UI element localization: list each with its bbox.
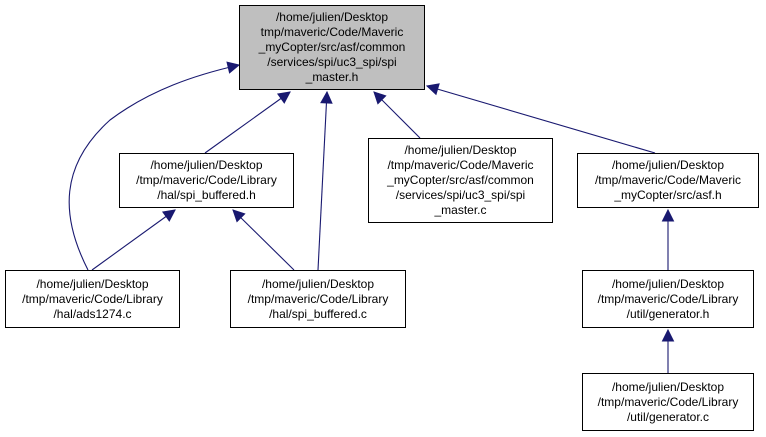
node-line: _master.c: [434, 203, 487, 217]
arrowhead-n4-n1: [161, 209, 176, 222]
node-line: /home/julien/Desktop: [611, 379, 725, 394]
node-line: /hal/spi_buffered.c: [269, 306, 367, 321]
node-generator-h[interactable]: /home/julien/Desktop /tmp/maveric/Code/L…: [582, 270, 754, 328]
node-generator-c[interactable]: /home/julien/Desktop /tmp/maveric/Code/L…: [582, 373, 754, 431]
node-asf-h[interactable]: /home/julien/Desktop /tmp/maveric/Code/M…: [577, 153, 759, 208]
node-line: /home/julien/Desktop: [261, 276, 375, 291]
node-line: /home/julien/Desktop: [36, 276, 149, 291]
node-spi-master-c[interactable]: /home/julien/Desktop /tmp/maveric/Code/M…: [368, 138, 553, 223]
node-line: /services/spi/uc3_spi/spi: [267, 55, 397, 69]
arrowhead-n4-n0: [226, 61, 241, 74]
node-line: /tmp/maveric/Code/Library: [597, 394, 739, 409]
node-line: _myCopter/src/asf/common: [387, 173, 534, 187]
arrowhead-n3-n0: [425, 83, 440, 96]
node-line: /hal/spi_buffered.h: [157, 188, 256, 202]
arrowhead-n5-n0: [320, 90, 333, 104]
node-line: /util/generator.c: [626, 409, 710, 424]
node-line: /util/generator.h: [626, 306, 710, 321]
arrowhead-n1-n0: [276, 91, 291, 104]
node-line: /home/julien/Desktop: [611, 158, 725, 172]
edge-n3-n0: [426, 85, 656, 154]
node-line: /home/julien/Desktop: [275, 10, 389, 24]
node-spi-buffered-h[interactable]: /home/julien/Desktop /tmp/maveric/Code/L…: [119, 153, 294, 208]
arrowhead-n7-n6: [661, 328, 675, 342]
node-line: /home/julien/Desktop: [150, 158, 263, 172]
arrowhead-n6-n3: [661, 208, 675, 222]
edge-n1-n0: [204, 91, 291, 154]
arrowhead-n2-n0: [373, 91, 387, 105]
node-line: /tmp/maveric/Code/Library: [597, 291, 739, 306]
node-line: /tmp/maveric/Code/Library: [247, 291, 389, 306]
node-line: /hal/ads1274.c: [53, 306, 132, 321]
edge-n5-n1: [232, 209, 295, 271]
node-line: /tmp/maveric/Code/Library: [136, 173, 277, 187]
node-line: /home/julien/Desktop: [611, 276, 725, 291]
arrowhead-n5-n1: [232, 209, 246, 223]
edge-n5-n0: [317, 91, 328, 271]
node-line: tmp/maveric/Code/Maveric: [260, 25, 404, 39]
node-line: /services/spi/uc3_spi/spi: [395, 188, 526, 202]
node-line: /home/julien/Desktop: [404, 143, 517, 157]
node-line: /tmp/maveric/Code/Maveric: [387, 158, 534, 172]
node-line: _myCopter/src/asf/common: [258, 40, 406, 54]
edge-n4-n0: [68, 64, 240, 271]
node-ads1274-c[interactable]: /home/julien/Desktop /tmp/maveric/Code/L…: [5, 270, 180, 328]
node-spi-master-h[interactable]: /home/julien/Desktop tmp/maveric/Code/Ma…: [239, 5, 425, 90]
node-line: /tmp/maveric/Code/Maveric: [594, 173, 742, 187]
node-spi-buffered-c[interactable]: /home/julien/Desktop /tmp/maveric/Code/L…: [230, 270, 406, 328]
node-line: _myCopter/src/asf.h: [614, 188, 722, 202]
edge-layer: [68, 61, 675, 373]
node-line: /tmp/maveric/Code/Library: [22, 291, 163, 306]
node-line: _master.h: [305, 70, 359, 84]
edge-n4-n1: [91, 209, 176, 271]
